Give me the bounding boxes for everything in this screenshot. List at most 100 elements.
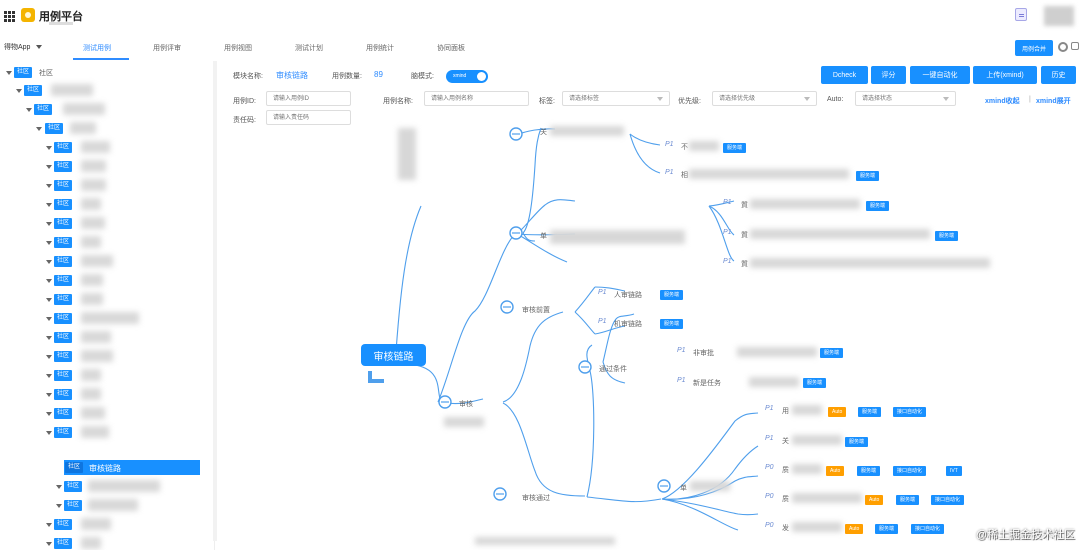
pending-tag[interactable]: 服务端 xyxy=(723,143,747,153)
middle-node[interactable]: 单 xyxy=(540,233,547,240)
tree-caret-icon[interactable] xyxy=(46,431,52,435)
tree-tag[interactable]: 社区 xyxy=(14,67,33,78)
pending-tag[interactable]: 服务端 xyxy=(858,407,882,417)
auto-tag[interactable]: Auto xyxy=(826,466,845,476)
auto-tag[interactable]: Auto xyxy=(865,495,884,505)
sidebar-scrollbar[interactable] xyxy=(213,61,217,541)
automation-button[interactable]: 一键自动化 xyxy=(910,66,970,84)
tree-tag[interactable]: 社区 xyxy=(34,104,53,115)
priority-select[interactable] xyxy=(712,91,817,106)
tree-tag[interactable]: 社区 xyxy=(54,199,73,210)
api-automation-tag[interactable]: 接口自动化 xyxy=(893,466,927,476)
pending-tag[interactable]: 服务端 xyxy=(845,437,869,447)
tab-test-cases[interactable]: 测试用例 xyxy=(83,45,111,52)
branch-rules-node[interactable]: 审核前置 xyxy=(522,307,550,314)
tree-tag[interactable]: 社区 xyxy=(54,389,73,400)
tree-caret-icon[interactable] xyxy=(46,279,52,283)
mode-toggle[interactable] xyxy=(446,70,488,83)
score-button[interactable]: 评分 xyxy=(871,66,906,84)
tree-caret-icon[interactable] xyxy=(46,374,52,378)
tag-select-input[interactable] xyxy=(563,92,669,105)
upload-xmind-button[interactable]: 上传(xmind) xyxy=(973,66,1037,84)
pending-tag[interactable]: 服务端 xyxy=(896,495,920,505)
tree-caret-icon[interactable] xyxy=(46,146,52,150)
top-node-a[interactable]: 关 xyxy=(540,129,547,136)
tab-test-plan[interactable]: 测试计划 xyxy=(295,45,323,52)
tree-tag[interactable]: 社区 xyxy=(54,408,73,419)
tree-tag[interactable]: 社区 xyxy=(54,370,73,381)
pending-tag[interactable]: 服务端 xyxy=(935,231,959,241)
tree-caret-icon[interactable] xyxy=(46,222,52,226)
top-node-c[interactable]: 相 xyxy=(681,172,688,179)
condition-risk-node[interactable]: 非审批 xyxy=(693,350,714,357)
case-node[interactable]: 质 xyxy=(782,496,789,503)
tab-case-view[interactable]: 用例视图 xyxy=(224,45,252,52)
tree-tag[interactable]: 社区 xyxy=(54,218,73,229)
case-id-field[interactable] xyxy=(266,91,351,106)
document-icon[interactable] xyxy=(1015,8,1027,21)
mindmap-root-node[interactable]: 审核链路 xyxy=(361,344,426,366)
human-review-node[interactable]: 人审链路 xyxy=(614,292,642,299)
tree-caret-icon[interactable] xyxy=(36,127,42,131)
api-automation-tag[interactable]: 接口自动化 xyxy=(931,495,965,505)
auto-tag[interactable]: Auto xyxy=(828,407,847,417)
tree-tag[interactable]: 社区 xyxy=(54,256,73,267)
pending-tag[interactable]: 服务端 xyxy=(660,290,684,300)
branch-pass-node[interactable]: 审核通过 xyxy=(522,495,550,502)
tree-caret-icon[interactable] xyxy=(46,203,52,207)
tree-caret-icon[interactable] xyxy=(46,355,52,359)
tab-case-review[interactable]: 用例评审 xyxy=(153,45,181,52)
tree-caret-icon[interactable] xyxy=(56,504,62,508)
case-node[interactable]: 質 xyxy=(741,202,748,209)
case-node[interactable]: 发 xyxy=(782,525,789,532)
tree-tag[interactable]: 社区 xyxy=(54,142,73,153)
user-avatar[interactable] xyxy=(1044,6,1074,26)
tree-tag[interactable]: 社区 xyxy=(45,123,64,134)
case-name-input[interactable] xyxy=(425,92,528,105)
tree-tag[interactable]: 社区 xyxy=(54,313,73,324)
selected-tree-item[interactable]: 社区 xyxy=(64,460,200,475)
auto-tag[interactable]: Auto xyxy=(845,524,864,534)
tree-tag[interactable]: 社区 xyxy=(54,332,73,343)
case-node[interactable]: 质 xyxy=(782,467,789,474)
case-id-input[interactable] xyxy=(267,92,350,105)
pending-tag[interactable]: 服务端 xyxy=(803,378,827,388)
gear-icon[interactable] xyxy=(1058,42,1068,52)
pending-tag[interactable]: 服务端 xyxy=(866,201,890,211)
auto-select[interactable] xyxy=(855,91,956,106)
dcheck-button[interactable]: Dcheck xyxy=(821,66,868,84)
pending-tag[interactable]: 服务端 xyxy=(857,466,881,476)
app-selector[interactable]: 得物App xyxy=(4,44,31,51)
case-name-field[interactable] xyxy=(424,91,529,106)
tag-select[interactable] xyxy=(562,91,670,106)
tree-caret-icon[interactable] xyxy=(46,184,52,188)
tree-caret-icon[interactable] xyxy=(46,317,52,321)
apps-grid-icon[interactable] xyxy=(4,11,15,22)
tree-caret-icon[interactable] xyxy=(46,298,52,302)
tree-caret-icon[interactable] xyxy=(46,336,52,340)
tree-tag[interactable]: 社区 xyxy=(64,481,83,492)
auto-select-input[interactable] xyxy=(856,92,955,105)
tree-tag[interactable]: 社区 xyxy=(24,85,43,96)
pending-tag[interactable]: 服务端 xyxy=(875,524,899,534)
tab-collaboration-panel[interactable]: 协同面板 xyxy=(437,45,465,52)
tree-tag[interactable]: 社区 xyxy=(54,275,73,286)
branch-review[interactable]: 审核 xyxy=(459,401,473,408)
merge-cases-button[interactable]: 用例合并 xyxy=(1015,40,1053,56)
tree-tag[interactable]: 社区 xyxy=(54,538,73,549)
top-node-b[interactable]: 不 xyxy=(681,144,688,151)
pass-conditions-node[interactable]: 通过条件 xyxy=(599,366,627,373)
pending-tag[interactable]: 服务端 xyxy=(856,171,880,181)
chevron-down-icon[interactable] xyxy=(36,45,42,49)
owner-field[interactable] xyxy=(266,110,351,125)
tree-tag[interactable]: 社区 xyxy=(54,294,73,305)
tree-tag[interactable]: 社区 xyxy=(54,237,73,248)
tree-caret-icon[interactable] xyxy=(46,241,52,245)
tree-caret-icon[interactable] xyxy=(46,260,52,264)
tree-caret-icon[interactable] xyxy=(6,71,12,75)
selected-tree-label[interactable]: 审核链路 xyxy=(89,464,121,473)
tree-caret-icon[interactable] xyxy=(46,542,52,546)
ivt-tag[interactable]: IVT xyxy=(946,466,962,476)
xmind-collapse-link[interactable]: xmind收起 xyxy=(985,98,1020,105)
tree-tag[interactable]: 社区 xyxy=(65,462,84,473)
